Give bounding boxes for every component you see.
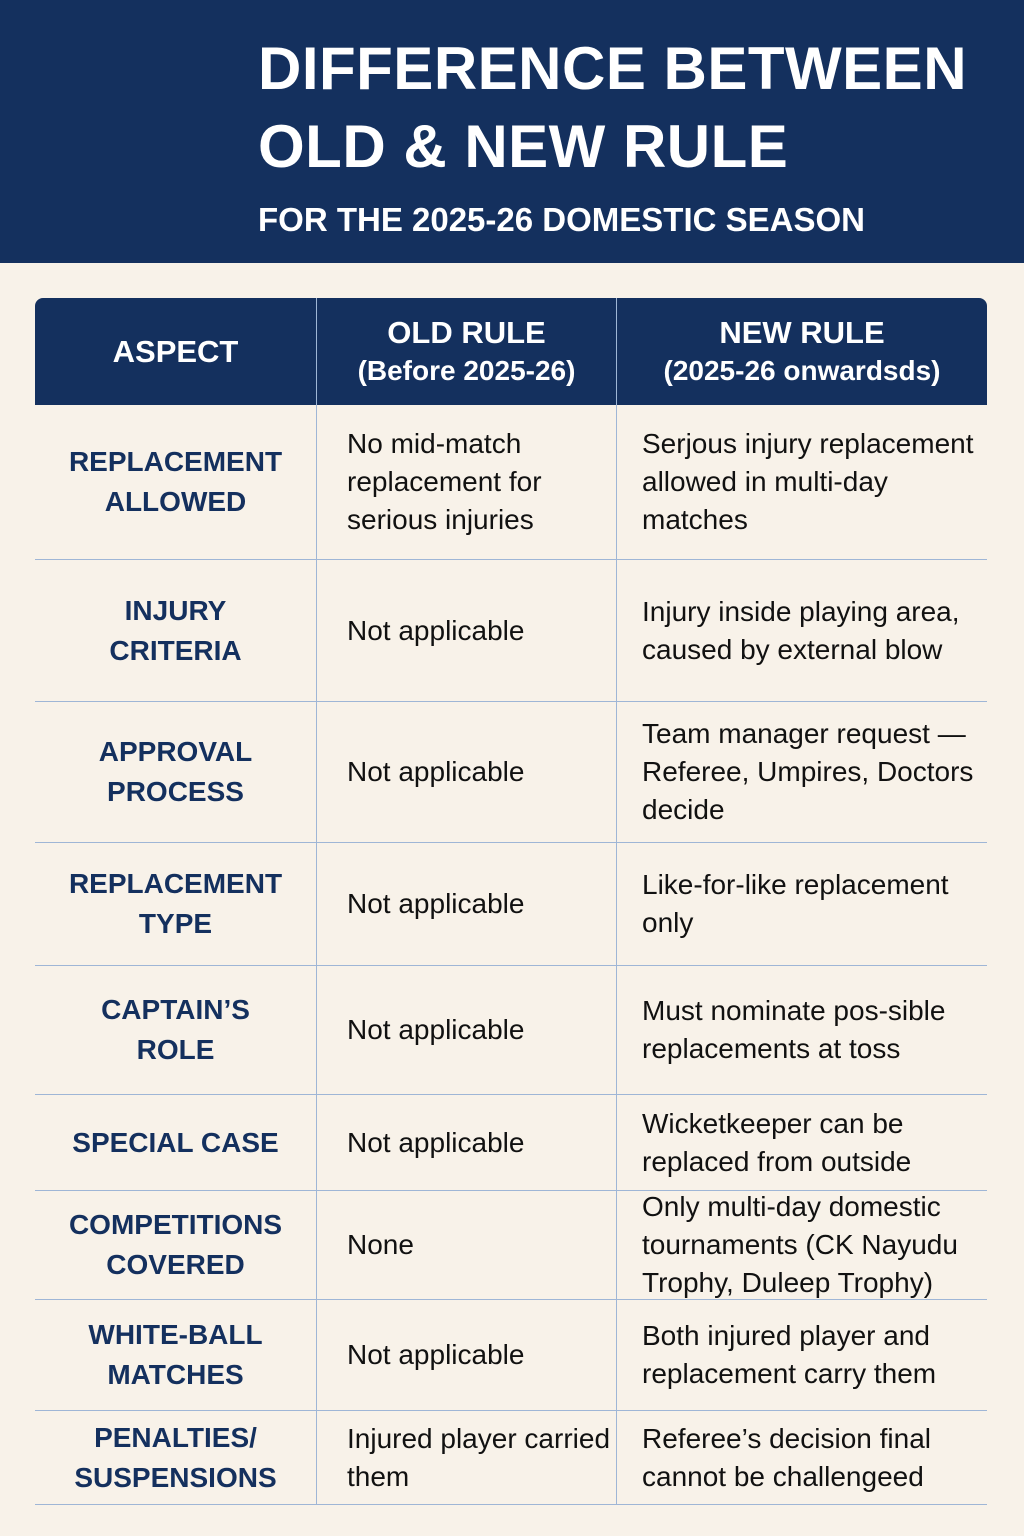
table-row: REPLACEMENT ALLOWED No mid-match replaceme…: [35, 405, 987, 560]
new-rule-text: Both injured player and replacement carr…: [642, 1320, 937, 1389]
old-rule-text: Not applicable: [347, 614, 525, 646]
header-aspect: ASPECT: [35, 298, 317, 405]
aspect-cell: CAPTAIN’S ROLE: [35, 966, 317, 1094]
aspect-label: COVERED: [106, 1249, 245, 1280]
aspect-cell: COMPETITIONS COVERED: [35, 1191, 317, 1299]
title-line-1: DIFFERENCE BETWEEN: [258, 35, 968, 102]
aspect-cell: APPROVAL PROCESS: [35, 702, 317, 842]
aspect-cell: REPLACEMENT TYPE: [35, 843, 317, 965]
new-rule-text: Only multi-day domestic tournaments (CK …: [642, 1191, 958, 1298]
aspect-label: SPECIAL CASE: [72, 1126, 279, 1158]
aspect-label: REPLACEMENT: [68, 868, 283, 899]
old-rule-cell: Not applicable: [317, 966, 617, 1094]
new-rule-cell: Must nominate pos-sible replacements at …: [617, 966, 987, 1094]
table-row: SPECIAL CASE Not applicable Wicketkeeper c…: [35, 1095, 987, 1191]
old-rule-text: Not applicable: [347, 1339, 525, 1370]
header-old-sub: (Before 2025-26): [357, 354, 576, 386]
new-rule-cell: Wicketkeeper can be replaced from outsid…: [617, 1095, 987, 1190]
old-rule-text: None: [347, 1229, 414, 1260]
old-rule-cell: Injured player carried them: [317, 1411, 617, 1504]
new-rule-text: Referee’s decision final cannot be chall…: [642, 1422, 931, 1492]
old-rule-text: Not applicable: [347, 1014, 525, 1045]
old-rule-text: Not applicable: [347, 756, 525, 787]
aspect-label: REPLACEMENT: [68, 446, 283, 477]
aspect-label: CRITERIA: [109, 634, 242, 666]
table-row: INJURY CRITERIA Not applicable Injury insid…: [35, 560, 987, 702]
aspect-label: MATCHES: [107, 1359, 244, 1390]
new-rule-cell: Both injured player and replacement carr…: [617, 1300, 987, 1410]
old-rule-cell: Not applicable: [317, 1300, 617, 1410]
header-aspect-label: ASPECT: [112, 333, 239, 369]
table-row: COMPETITIONS COVERED None Only multi-day do…: [35, 1191, 987, 1300]
aspect-cell: REPLACEMENT ALLOWED: [35, 405, 317, 559]
header-new-rule: NEW RULE (2025-26 onwardsds): [617, 298, 987, 405]
new-rule-text: Serjous injury replacement allowed in mu…: [642, 428, 974, 535]
aspect-cell: INJURY CRITERIA: [35, 560, 317, 701]
aspect-label: CAPTAIN’S: [101, 994, 250, 1025]
old-rule-cell: Not applicable: [317, 560, 617, 701]
new-rule-cell: Serjous injury replacement allowed in mu…: [617, 405, 987, 559]
new-rule-text: Team manager request — Referee, Umpires,…: [642, 718, 974, 825]
new-rule-text: Like-for-like replacement only: [642, 869, 949, 938]
new-rule-cell: Team manager request — Referee, Umpires,…: [617, 702, 987, 842]
aspect-label: ALLOWED: [104, 486, 247, 517]
table-row: REPLACEMENT TYPE Not applicable Like-for-li…: [35, 843, 987, 966]
aspect-label: WHITE-BALL: [88, 1319, 263, 1350]
new-rule-text: Wicketkeeper can be replaced from outsid…: [642, 1107, 912, 1177]
aspect-cell: SPECIAL CASE: [35, 1095, 317, 1190]
header-old-label: OLD RULE: [387, 314, 546, 350]
page-title: DIFFERENCE BETWEEN OLD & NEW RULE: [258, 30, 967, 186]
old-rule-text: No mid-match replacement for serious inj…: [347, 428, 542, 535]
aspect-label: TYPE: [138, 908, 213, 939]
header-new-label: NEW RULE: [719, 314, 885, 350]
aspect-label: PENALTIES/: [94, 1421, 257, 1453]
aspect-cell: WHITE-BALL MATCHES: [35, 1300, 317, 1410]
old-rule-text: Injured player carried them: [347, 1422, 611, 1492]
aspect-label: SUSPENSIONS: [74, 1461, 277, 1493]
table-row: WHITE-BALL MATCHES Not applicable Both inju…: [35, 1300, 987, 1411]
aspect-label: INJURY: [124, 594, 227, 626]
header-new-sub: (2025-26 onwardsds): [663, 354, 941, 386]
old-rule-cell: No mid-match replacement for serious inj…: [317, 405, 617, 559]
new-rule-cell: Only multi-day domestic tournaments (CK …: [617, 1191, 987, 1299]
aspect-label: ROLE: [136, 1034, 215, 1065]
header-banner: DIFFERENCE BETWEEN OLD & NEW RULE FOR TH…: [0, 0, 1024, 263]
old-rule-text: Not applicable: [347, 1126, 525, 1158]
aspect-cell: PENALTIES/SUSPENSIONS: [35, 1411, 317, 1504]
aspect-label: COMPETITIONS: [68, 1209, 283, 1240]
old-rule-cell: Not applicable: [317, 702, 617, 842]
new-rule-cell: Injury inside playing area, caused by ex…: [617, 560, 987, 701]
new-rule-text: Must nominate pos-sible replacements at …: [642, 995, 946, 1064]
aspect-label: APPROVAL: [98, 736, 253, 767]
new-rule-cell: Referee’s decision final cannot be chall…: [617, 1411, 987, 1504]
table-header: ASPECT OLD RULE (Before 2025-26) NEW RULE…: [35, 298, 987, 405]
title-line-2: OLD & NEW RULE: [258, 113, 789, 180]
subtitle: FOR THE 2025-26 DOMESTIC SEASON: [258, 201, 865, 238]
new-rule-cell: Like-for-like replacement only: [617, 843, 987, 965]
old-rule-text: Not applicable: [347, 888, 525, 919]
new-rule-text: Injury inside playing area, caused by ex…: [642, 595, 960, 665]
old-rule-cell: Not applicable: [317, 843, 617, 965]
old-rule-cell: None: [317, 1191, 617, 1299]
aspect-label: PROCESS: [107, 776, 244, 807]
table-row: CAPTAIN’S ROLE Not applicable Must nominate…: [35, 966, 987, 1095]
table-row: APPROVAL PROCESS Not applicable Team manage…: [35, 702, 987, 843]
header-old-rule: OLD RULE (Before 2025-26): [317, 298, 617, 405]
comparison-table: ASPECT OLD RULE (Before 2025-26) NEW RULE…: [35, 298, 987, 1505]
table-row: PENALTIES/SUSPENSIONS Injured player carr…: [35, 1411, 987, 1505]
old-rule-cell: Not applicable: [317, 1095, 617, 1190]
